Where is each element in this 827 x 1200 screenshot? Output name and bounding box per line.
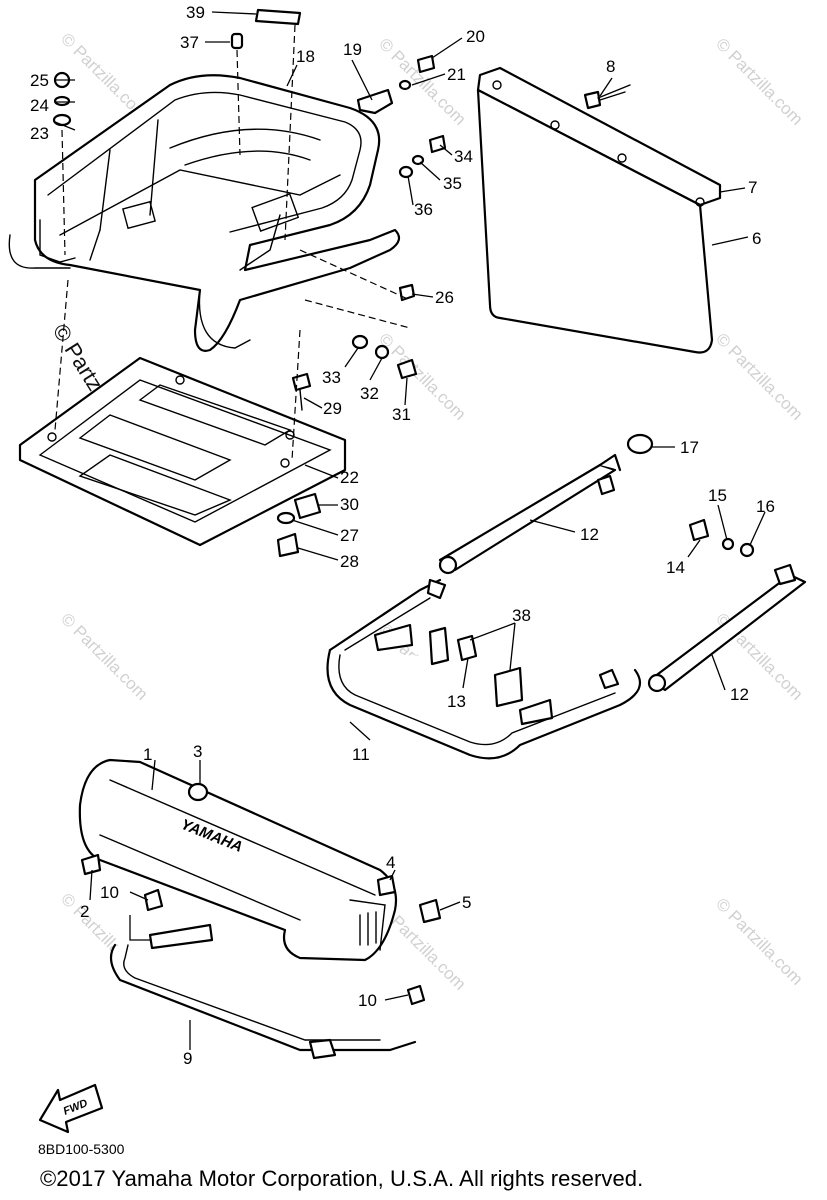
label-part-18: 18 — [296, 47, 315, 66]
part-8-clip — [583, 84, 631, 110]
label-part-23: 23 — [30, 124, 49, 143]
label-part-26: 26 — [435, 288, 454, 307]
fasteners-upper — [52, 54, 447, 558]
label-part-33: 33 — [322, 368, 341, 387]
copyright-text: ©2017 Yamaha Motor Corporation, U.S.A. A… — [40, 1166, 644, 1191]
watermark-4: © Partzilla.com — [375, 329, 469, 423]
label-part-12b: 12 — [730, 685, 749, 704]
label-part-13: 13 — [447, 692, 466, 711]
label-part-19: 19 — [343, 40, 362, 59]
label-part-20: 20 — [466, 27, 485, 46]
diagram-code: 8BD100-5300 — [38, 1141, 125, 1157]
label-part-36: 36 — [414, 200, 433, 219]
watermark-2: © Partzilla.com — [712, 34, 806, 128]
label-part-6: 6 — [752, 229, 761, 248]
watermark-5: © Partzilla.com — [712, 329, 806, 423]
label-part-4: 4 — [386, 853, 395, 872]
label-part-35: 35 — [443, 174, 462, 193]
bumper: YAMAHA — [78, 758, 442, 962]
label-part-5: 5 — [462, 893, 471, 912]
label-part-16: 16 — [756, 497, 775, 516]
label-part-12a: 12 — [580, 525, 599, 544]
label-part-15: 15 — [708, 486, 727, 505]
label-part-1: 1 — [143, 745, 152, 764]
label-part-29: 29 — [323, 399, 342, 418]
part-37-grommet — [230, 32, 244, 50]
label-part-34: 34 — [454, 147, 473, 166]
label-part-32: 32 — [360, 384, 379, 403]
label-part-30: 30 — [340, 495, 359, 514]
label-part-22: 22 — [340, 468, 359, 487]
watermark-6: © Partzilla.com — [57, 609, 151, 703]
side-board — [476, 66, 722, 354]
label-part-8: 8 — [606, 57, 615, 76]
lower-bar — [109, 888, 426, 1060]
label-part-17: 17 — [680, 438, 699, 457]
label-part-2: 2 — [80, 902, 89, 921]
label-part-10b: 10 — [358, 991, 377, 1010]
frame-assembly — [326, 433, 807, 760]
label-part-31: 31 — [392, 405, 411, 424]
label-part-39: 39 — [186, 3, 205, 22]
label-part-38: 38 — [512, 606, 531, 625]
part-39-label — [254, 8, 302, 26]
label-part-9: 9 — [183, 1049, 192, 1068]
fwd-arrow-icon: FWD — [38, 1083, 104, 1134]
label-part-7: 7 — [748, 178, 757, 197]
label-part-24: 24 — [30, 96, 49, 115]
label-part-21: 21 — [447, 65, 466, 84]
cargo-rack — [8, 74, 401, 352]
watermark-11: © Partzilla.com — [712, 894, 806, 988]
part-labels: 1 2 3 4 5 6 7 8 9 10 10 11 12 12 13 14 1… — [30, 3, 775, 1068]
label-part-25: 25 — [30, 71, 49, 90]
label-part-3: 3 — [193, 742, 202, 761]
label-part-28: 28 — [340, 552, 359, 571]
leader-dashes — [54, 24, 411, 461]
bottom-plate — [18, 356, 347, 547]
label-part-11: 11 — [352, 745, 370, 764]
label-part-10a: 10 — [100, 883, 119, 902]
leader-lines — [54, 11, 766, 1050]
label-part-37: 37 — [180, 33, 199, 52]
label-part-14: 14 — [666, 558, 685, 577]
label-part-27: 27 — [340, 526, 359, 545]
